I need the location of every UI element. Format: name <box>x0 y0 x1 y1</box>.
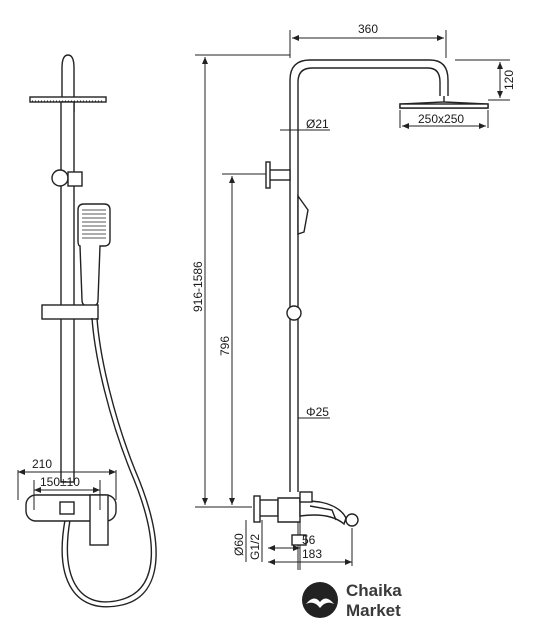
dim-upper-pipe: Ø21 <box>306 117 329 131</box>
dim-top-width: 360 <box>358 22 378 36</box>
brand-name-line2: Market <box>346 601 401 620</box>
front-main-pipe <box>60 101 75 483</box>
front-dimensions: 210 150±10 <box>17 457 117 510</box>
front-hose <box>66 317 153 603</box>
dim-mixer-width: 210 <box>32 457 52 471</box>
dim-total-depth: 183 <box>302 547 322 561</box>
side-view <box>253 59 489 570</box>
side-spout <box>299 499 347 526</box>
dim-spout-depth: 56 <box>302 533 316 547</box>
side-mixer-body <box>277 497 301 523</box>
front-slider-holder <box>41 304 99 320</box>
seagull-logo-icon <box>302 582 338 618</box>
dim-arm-drop: 120 <box>502 70 516 90</box>
side-dimensions: 360 120 250x250 Ø21 916-1586 796 Φ25 Ø60… <box>191 22 516 566</box>
front-hand-shower <box>77 203 111 307</box>
front-top-arm <box>61 54 75 112</box>
dim-inlet-spacing: 150±10 <box>40 475 80 489</box>
dim-inlet-diameter: Ø60 <box>232 533 246 556</box>
side-hand-shower <box>297 193 309 235</box>
brand-name-line1: Chaika <box>346 581 402 600</box>
front-view <box>25 54 157 608</box>
dim-holder-height: 796 <box>218 336 232 356</box>
dim-thread: G1/2 <box>248 534 262 560</box>
dim-lower-pipe: Φ25 <box>306 405 329 419</box>
side-slider <box>286 305 302 321</box>
brand-logo: Chaika Market <box>302 581 402 620</box>
dim-height-range: 916-1586 <box>191 261 205 312</box>
side-top-arm <box>289 59 449 492</box>
dim-head-size: 250x250 <box>418 112 464 126</box>
front-mixer-lever <box>89 494 109 546</box>
